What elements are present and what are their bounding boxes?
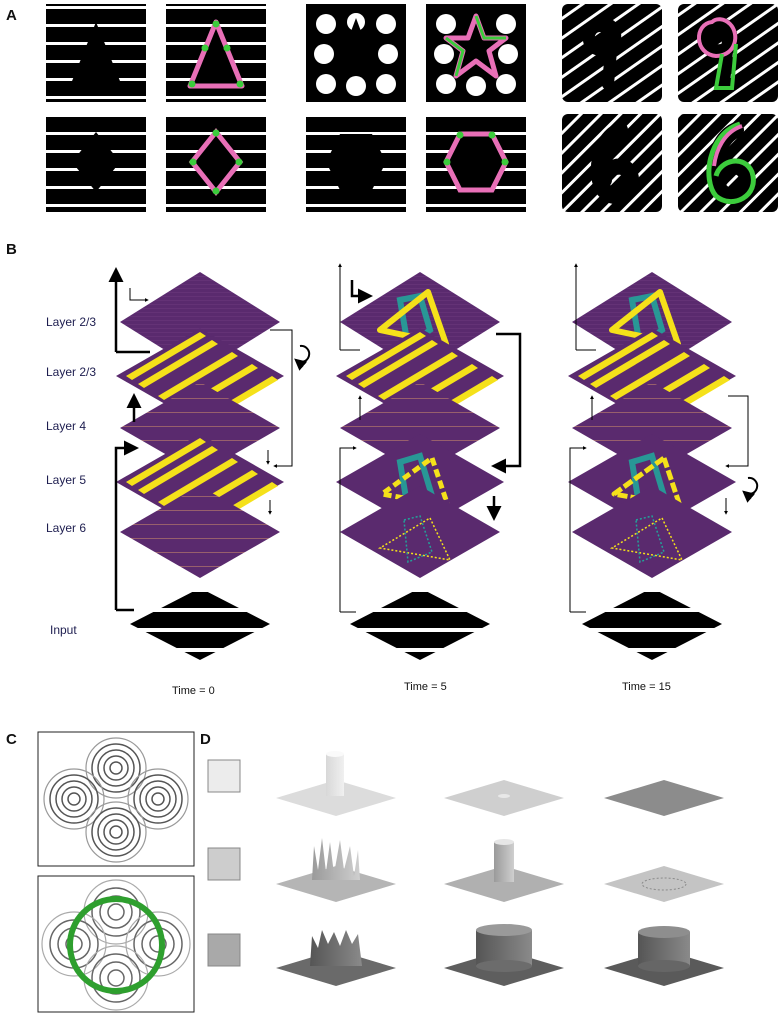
- layer-label-l23-top: Layer 2/3: [46, 315, 96, 329]
- a-hexagon-input: [306, 114, 406, 212]
- time-label-5: Time = 5: [404, 681, 447, 693]
- layer-l4-t15: [572, 382, 732, 474]
- panel-a-letter: A: [6, 7, 17, 24]
- layer-input-t15: [582, 588, 722, 660]
- panel-d-surfaces: [276, 751, 724, 986]
- layer-l5-t15: [568, 434, 736, 530]
- time-label-15: Time = 15: [622, 681, 671, 693]
- surface-r2-c1: [276, 838, 396, 902]
- layer-labels: Layer 2/3 Layer 2/3 Layer 4 Layer 5 Laye…: [46, 315, 96, 637]
- a-star-contour: [426, 4, 526, 102]
- layer-l23-top-t15: [572, 272, 732, 372]
- surface-r2-c3: [604, 866, 724, 902]
- panel-b-letter: B: [6, 241, 17, 258]
- layer-label-input: Input: [50, 623, 77, 637]
- layer-label-l23: Layer 2/3: [46, 365, 96, 379]
- ring-top: [85, 737, 147, 799]
- ring-left: [43, 768, 105, 830]
- a-diamond-contour: [166, 114, 266, 212]
- stimulus-swatch-light: [207, 759, 241, 793]
- a-digit6-input: [562, 114, 662, 212]
- surface-r1-c2: [444, 780, 564, 816]
- surface-r3-c3: [604, 926, 724, 986]
- layer-input: [130, 588, 270, 660]
- surface-r1-c1: [276, 751, 396, 816]
- layer-l4-t5: [340, 382, 500, 474]
- layer-l23-top: [120, 272, 280, 372]
- stimulus-swatch-dark: [207, 933, 241, 967]
- layer-l6-t5: [340, 486, 500, 578]
- column-time-0: [108, 267, 311, 660]
- time-labels: Time = 0 Time = 5 Time = 15: [172, 681, 671, 697]
- a-hexagon-contour: [426, 114, 526, 212]
- panel-d-swatches: [207, 759, 241, 967]
- a-digit9-input: [562, 4, 662, 102]
- layer-label-l5: Layer 5: [46, 473, 86, 487]
- layer-l4: [120, 382, 280, 474]
- layer-l6: [120, 486, 280, 578]
- a-diamond-input: [46, 114, 146, 212]
- layer-l5-t5: [336, 434, 504, 530]
- layer-l6-t15: [572, 486, 732, 578]
- stimulus-swatch-mid: [207, 847, 241, 881]
- layer-l23-top-t5: [340, 272, 500, 372]
- layer-input-t5: [350, 588, 490, 660]
- panel-c-bottom: [37, 875, 195, 1013]
- a-star-input: [306, 4, 406, 102]
- a-triangle-contour: [166, 4, 266, 102]
- surface-r2-c2: [444, 839, 564, 902]
- panel-d-letter: D: [200, 731, 211, 748]
- surface-r3-c1: [276, 930, 396, 986]
- column-time-15: [568, 263, 759, 660]
- panel-c-top: [37, 731, 195, 867]
- layer-label-l4: Layer 4: [46, 419, 86, 433]
- surface-r1-c3: [604, 780, 724, 816]
- a-triangle-input: [46, 4, 146, 102]
- a-digit9-contour: [678, 4, 778, 102]
- surface-r3-c2: [444, 924, 564, 986]
- illusory-circle-contour: [67, 896, 165, 994]
- panel-a-images: [46, 4, 778, 212]
- a-digit6-contour: [678, 114, 778, 212]
- time-label-0: Time = 0: [172, 685, 215, 697]
- column-time-5: [336, 263, 522, 660]
- panel-c-letter: C: [6, 731, 17, 748]
- ring-bottom: [85, 801, 147, 863]
- ring-right: [127, 768, 189, 830]
- layer-label-l6: Layer 6: [46, 521, 86, 535]
